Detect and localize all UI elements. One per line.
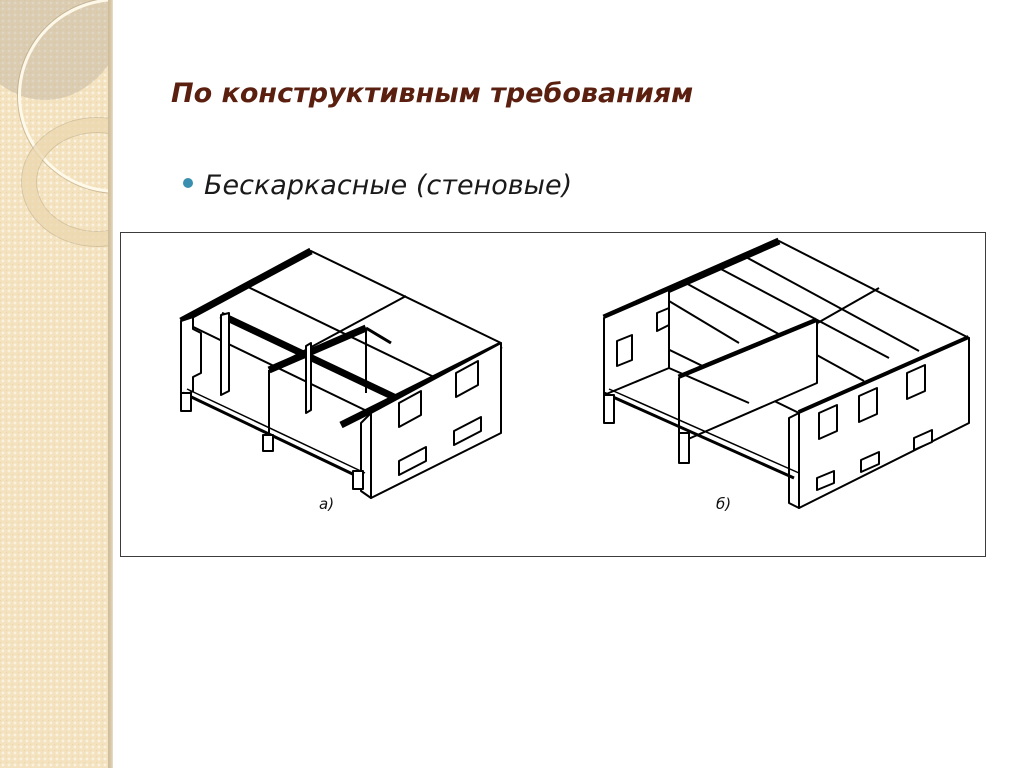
bullet-dot-icon [183, 177, 193, 188]
figure-label-a: а) [319, 495, 335, 513]
decorative-sidebar [0, 0, 108, 768]
bullet-item: Бескаркасные (стеновые) [183, 170, 572, 201]
bullet-text: Бескаркасные (стеновые) [204, 170, 573, 201]
slide-title: По конструктивным требованиям [171, 78, 694, 109]
building-drawing-a [179, 237, 971, 509]
sidebar-edge-stripe [108, 0, 113, 768]
figure-frame: а) б) [120, 232, 986, 557]
figure-label-b: б) [716, 495, 732, 513]
